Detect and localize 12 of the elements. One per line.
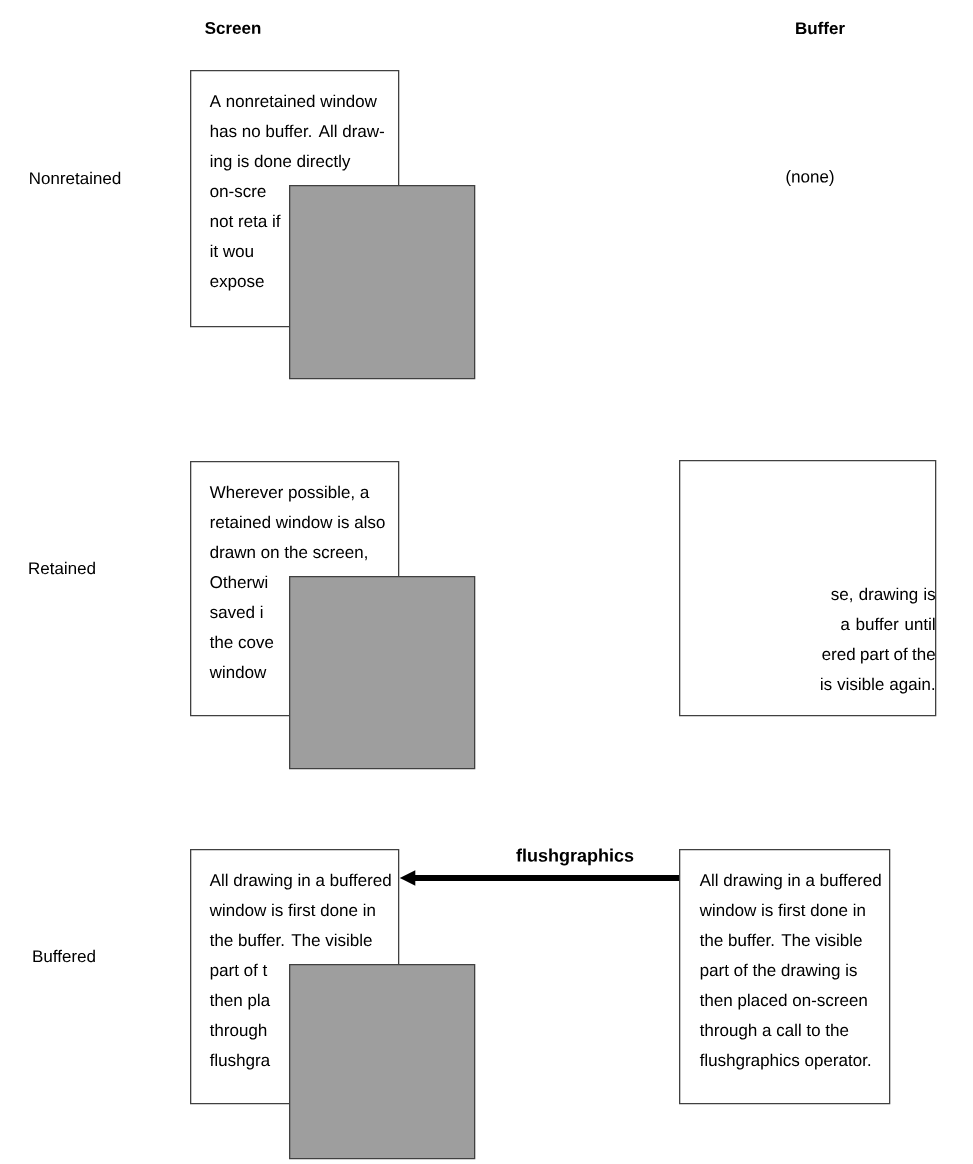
edge-label: flushgraphics [515,847,635,867]
placeholder-text: (none) [786,170,834,186]
row-label: Nonretained [30,171,121,185]
column-heading: Buffer [796,21,845,35]
covering-window [289,964,476,1160]
column-heading: Screen [205,22,261,35]
row-label: Retained [29,561,95,575]
window-box: se, drawing is a buffer until ered part of the is visible again. [679,460,937,717]
row-label: Buffered [33,949,95,963]
covering-window [289,185,476,380]
covering-window [289,576,476,770]
window-box: All drawing in a buffered window is first done in the buffer. The visible part of the drawing is then placed on-screen through a call to the flushgraphics operator. [679,849,891,1105]
